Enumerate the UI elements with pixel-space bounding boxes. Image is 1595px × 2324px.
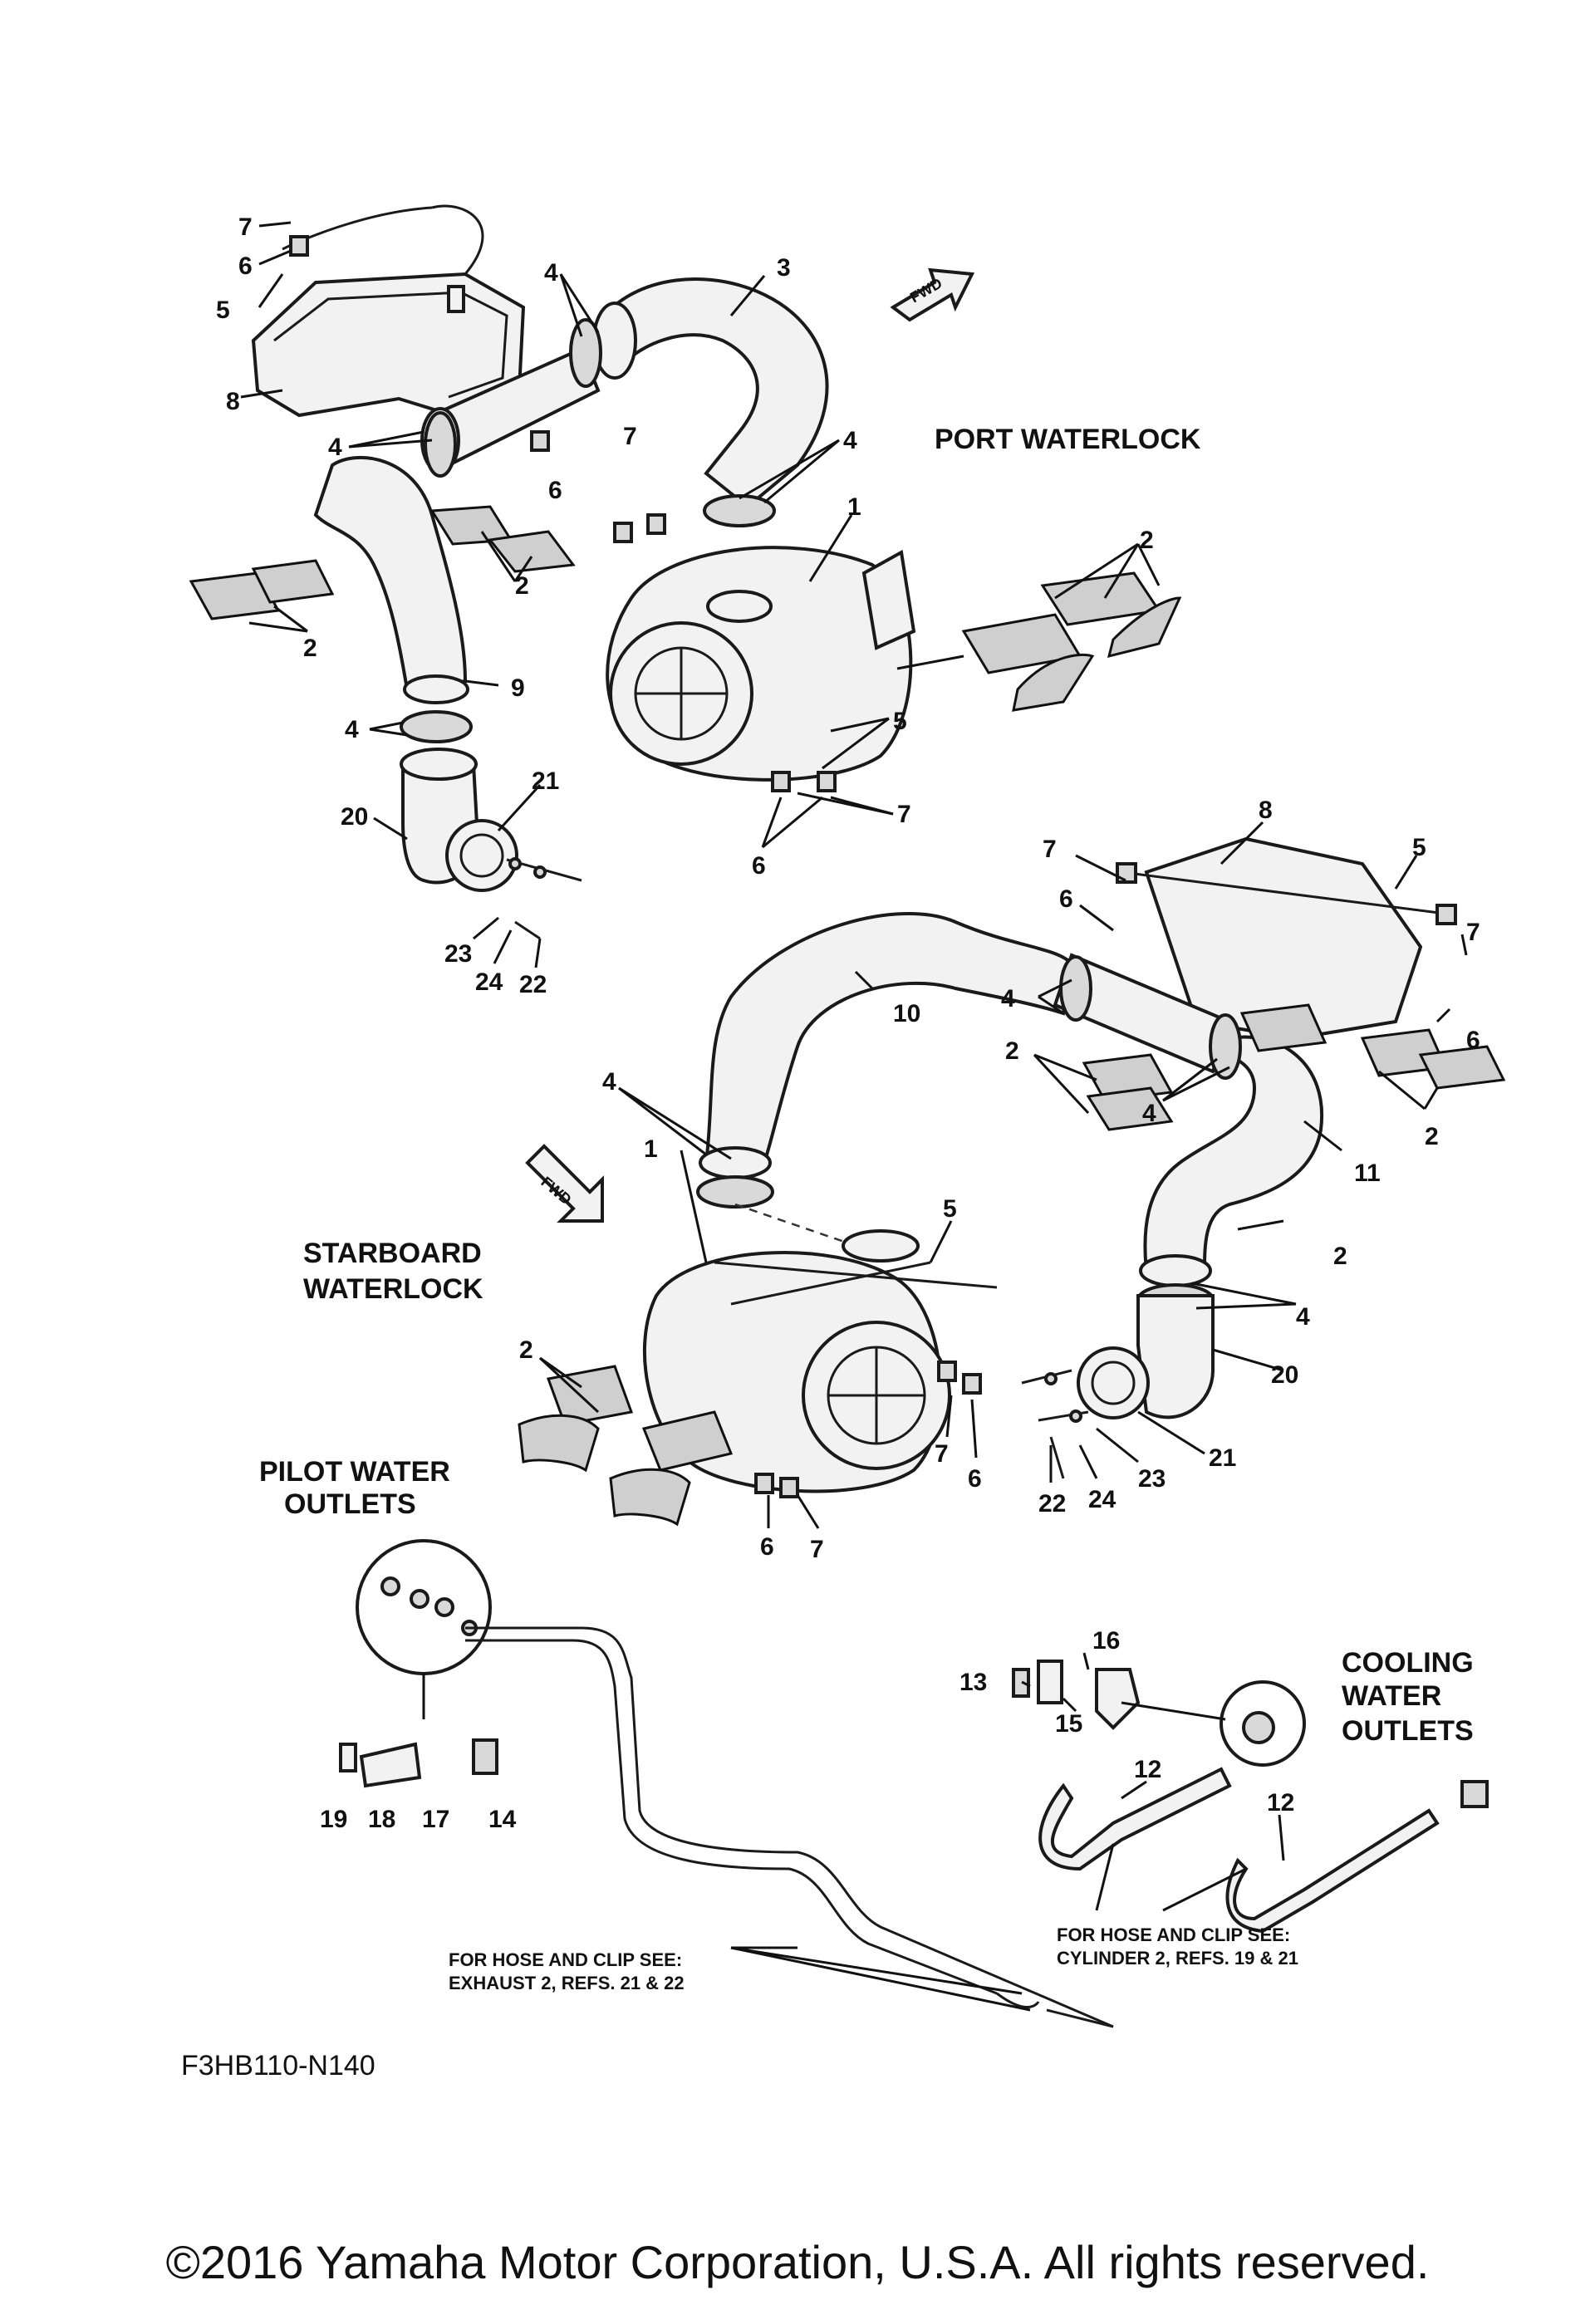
port-hose-9 <box>313 455 469 704</box>
port-waterlock-label: PORT WATERLOCK <box>935 424 1201 455</box>
callout-2: 2 <box>1425 1123 1439 1150</box>
callout-7: 7 <box>1043 836 1057 863</box>
callout-4: 4 <box>843 427 857 454</box>
port-elbow-20 <box>400 748 518 892</box>
callout-2: 2 <box>515 572 529 600</box>
callout-2: 2 <box>519 1336 533 1364</box>
port-clamps <box>400 318 776 743</box>
callout-5: 5 <box>893 708 907 735</box>
starboard-dashed-guide <box>734 1203 881 1256</box>
copyright-notice: ©2016 Yamaha Motor Corporation, U.S.A. A… <box>166 2236 1430 2288</box>
exhaust-note-line1: FOR HOSE AND CLIP SEE: <box>449 1949 682 1970</box>
callout-12: 12 <box>1267 1789 1294 1817</box>
callout-3: 3 <box>777 254 791 282</box>
callout-7: 7 <box>1466 919 1480 946</box>
callout-20: 20 <box>341 803 368 831</box>
callout-24: 24 <box>1088 1486 1116 1513</box>
callout-7: 7 <box>623 423 637 450</box>
callout-numbers: 7 6 5 8 4 3 4 7 6 4 1 2 2 2 9 4 5 21 20 … <box>216 213 1480 1833</box>
section-labels: PORT WATERLOCK STARBOARD WATERLOCK PILOT… <box>259 424 1474 1747</box>
callout-7: 7 <box>897 801 911 828</box>
port-flat-pads <box>189 505 576 620</box>
pilot-water-label-line2: OUTLETS <box>284 1488 416 1520</box>
callout-22: 22 <box>519 971 547 998</box>
callout-4: 4 <box>602 1068 616 1096</box>
starboard-hose-10 <box>699 912 1074 1179</box>
cooling-water-label-line3: OUTLETS <box>1342 1715 1474 1747</box>
starboard-hardware <box>754 1361 1089 1498</box>
callout-2: 2 <box>1005 1037 1019 1065</box>
callout-20: 20 <box>1271 1361 1298 1389</box>
callout-21: 21 <box>1209 1444 1236 1472</box>
cooling-water-detail <box>1012 1660 1489 1934</box>
starboard-hose-11 <box>1139 1035 1324 1287</box>
fwd-arrow-lower: FWD <box>525 1144 604 1223</box>
callout-1: 1 <box>644 1135 658 1163</box>
callout-4: 4 <box>328 434 342 461</box>
callout-7: 7 <box>935 1440 949 1468</box>
callout-2: 2 <box>1333 1243 1347 1270</box>
callout-6: 6 <box>1059 885 1073 913</box>
callout-6: 6 <box>968 1465 982 1493</box>
callout-4: 4 <box>1001 985 1015 1012</box>
callout-6: 6 <box>760 1533 774 1561</box>
callout-6: 6 <box>548 477 562 504</box>
callout-23: 23 <box>444 940 472 968</box>
callout-24: 24 <box>475 968 503 996</box>
cylinder-note-line2: CYLINDER 2, REFS. 19 & 21 <box>1057 1948 1298 1969</box>
callout-18: 18 <box>368 1806 395 1833</box>
callout-21: 21 <box>532 767 559 795</box>
callout-4: 4 <box>544 259 558 287</box>
starboard-pads <box>518 1003 1506 1527</box>
callout-16: 16 <box>1092 1627 1120 1655</box>
starboard-elbow-20 <box>1077 1294 1215 1419</box>
callout-1: 1 <box>847 493 861 521</box>
cooling-water-label-line1: COOLING <box>1342 1647 1474 1679</box>
callout-10: 10 <box>893 1000 920 1027</box>
callout-4: 4 <box>1142 1100 1156 1127</box>
fwd-arrow-upper: FWD <box>890 267 975 322</box>
callout-6: 6 <box>238 253 253 280</box>
port-waterlock-body <box>606 546 916 782</box>
callout-4: 4 <box>1296 1303 1310 1331</box>
callout-19: 19 <box>320 1806 347 1833</box>
callout-2: 2 <box>1140 527 1154 554</box>
callout-8: 8 <box>1259 797 1273 824</box>
callout-5: 5 <box>216 297 230 324</box>
callout-2: 2 <box>303 635 317 662</box>
reference-notes: FOR HOSE AND CLIP SEE: EXHAUST 2, REFS. … <box>449 1924 1298 1993</box>
callout-17: 17 <box>422 1806 449 1833</box>
starboard-waterlock-label-line1: STARBOARD <box>303 1238 482 1269</box>
callout-22: 22 <box>1038 1490 1066 1517</box>
callout-9: 9 <box>511 674 525 702</box>
callout-12: 12 <box>1134 1756 1161 1783</box>
callout-11: 11 <box>1354 1160 1381 1187</box>
callout-8: 8 <box>226 388 240 415</box>
callout-23: 23 <box>1138 1465 1166 1493</box>
callout-7: 7 <box>238 213 253 241</box>
exhaust-note-line2: EXHAUST 2, REFS. 21 & 22 <box>449 1973 685 1993</box>
pilot-water-label-line1: PILOT WATER <box>259 1456 450 1488</box>
starboard-waterlock-label-line2: WATERLOCK <box>303 1273 483 1305</box>
callout-5: 5 <box>1412 834 1426 861</box>
port-hardware <box>289 235 837 940</box>
callout-6: 6 <box>1466 1027 1480 1054</box>
port-pads <box>961 571 1182 712</box>
callout-14: 14 <box>488 1806 517 1833</box>
callout-5: 5 <box>943 1195 957 1223</box>
leader-lines <box>240 221 1468 2012</box>
drawing-code: F3HB110-N140 <box>181 2050 375 2081</box>
port-hose-3 <box>592 277 829 509</box>
callout-4: 4 <box>345 716 359 743</box>
cooling-water-label-line2: WATER <box>1342 1680 1441 1712</box>
callout-6: 6 <box>752 852 766 880</box>
cylinder-note-line1: FOR HOSE AND CLIP SEE: <box>1057 1924 1290 1945</box>
callout-13: 13 <box>959 1669 987 1696</box>
callout-7: 7 <box>810 1536 824 1563</box>
callout-15: 15 <box>1055 1710 1082 1738</box>
pilot-water-detail <box>339 1539 1114 2028</box>
